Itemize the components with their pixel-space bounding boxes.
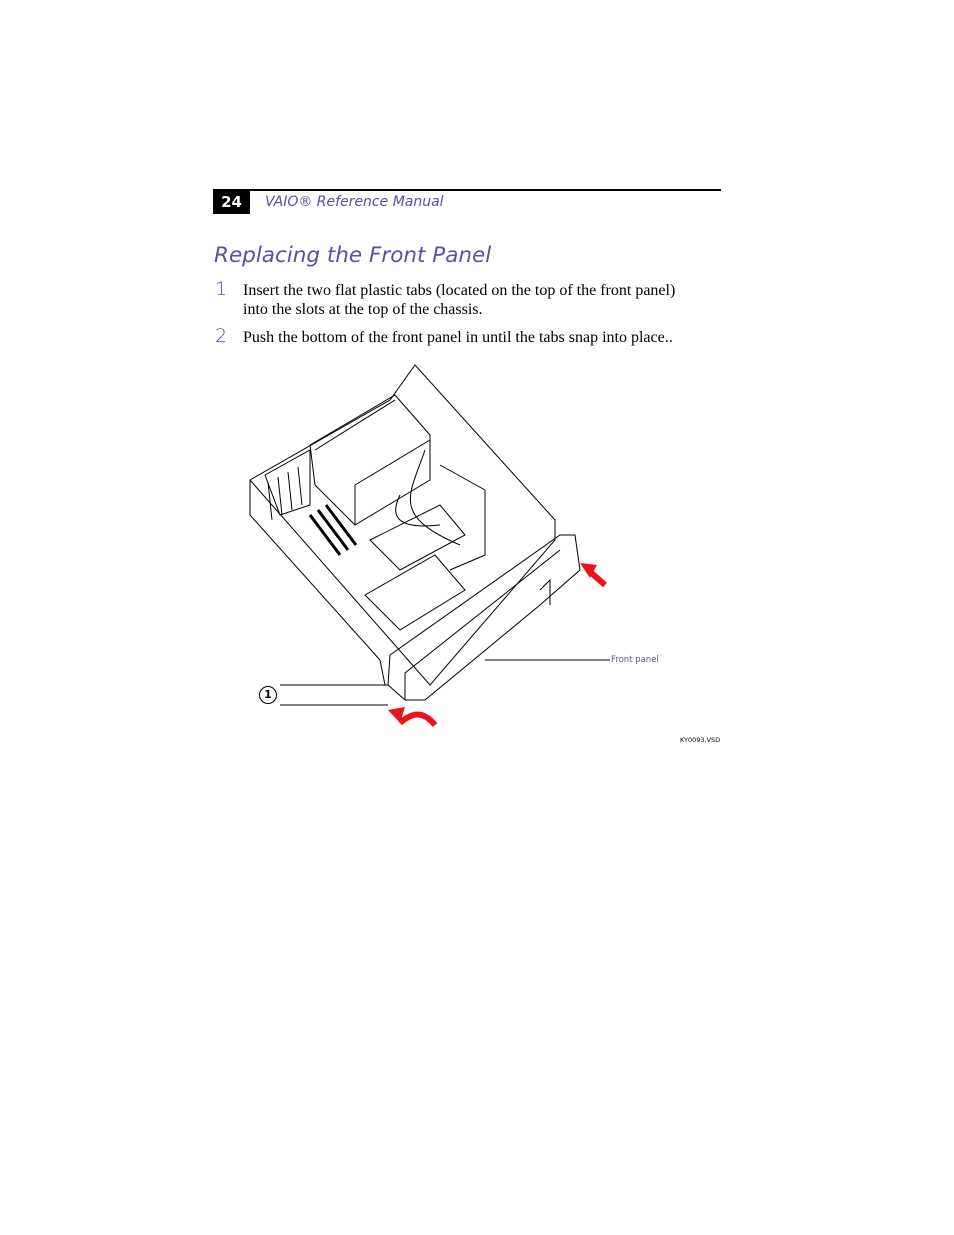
- callout-number-1: 1: [259, 686, 277, 704]
- red-arrows: [388, 563, 607, 728]
- step-number-2: 2: [215, 325, 228, 347]
- chassis-illustration: [240, 355, 720, 755]
- header-rule: [213, 189, 721, 191]
- page-number: 24: [213, 191, 250, 214]
- step-1-line-2: into the slots at the top of the chassis…: [243, 301, 483, 318]
- step-text-1: Insert the two flat plastic tabs (locate…: [243, 281, 723, 319]
- section-title: Replacing the Front Panel: [214, 243, 492, 268]
- chassis-drawing: [249, 364, 610, 706]
- running-head: VAIO® Reference Manual: [265, 194, 444, 210]
- step-text-2: Push the bottom of the front panel in un…: [243, 329, 673, 346]
- figure-file-code: KY0093.VSD: [680, 736, 721, 744]
- step-number-1: 1: [215, 278, 228, 300]
- front-panel-label: Front panel: [611, 655, 659, 665]
- step-1-line-1: Insert the two flat plastic tabs (locate…: [243, 282, 676, 299]
